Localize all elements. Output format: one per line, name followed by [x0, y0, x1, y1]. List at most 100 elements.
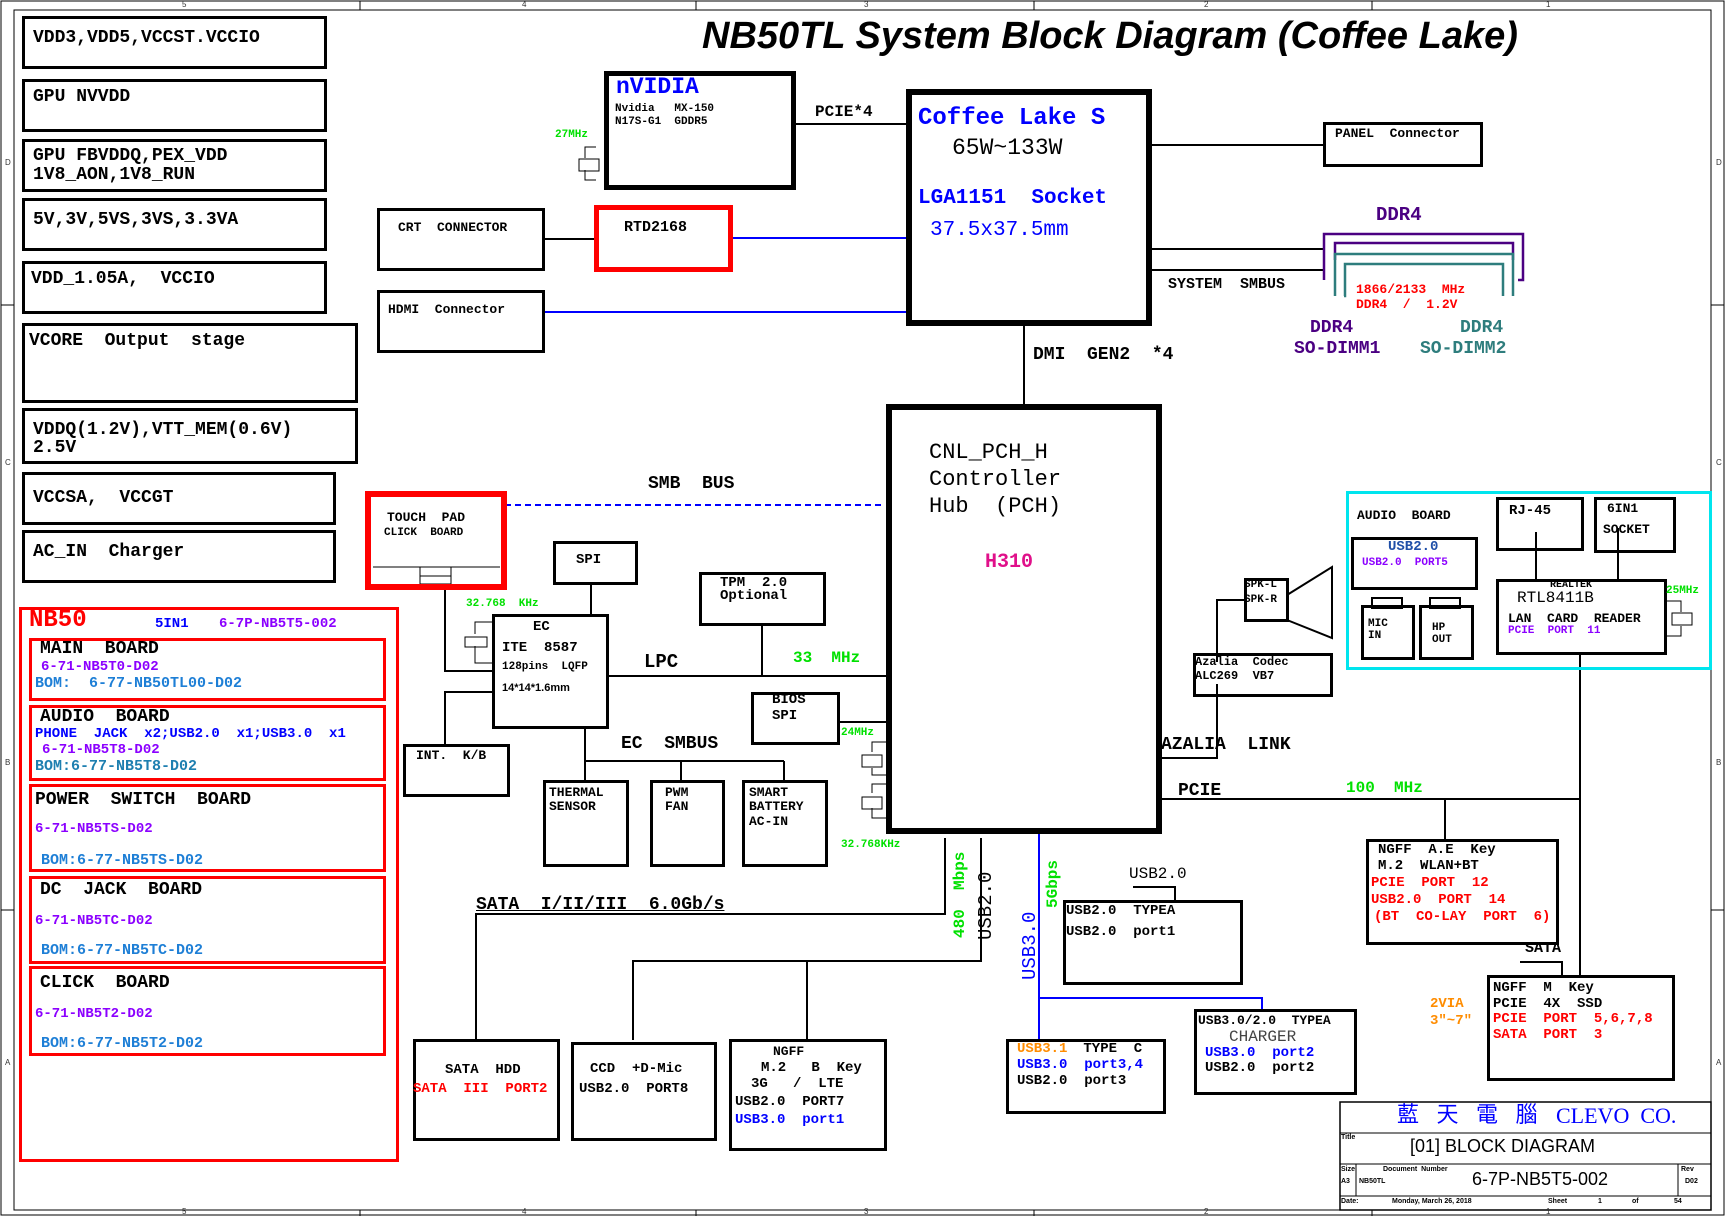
board-audio-name: AUDIO BOARD: [40, 707, 170, 727]
bios-clock: 24MHz: [841, 727, 875, 739]
usb-charger-line1: USB3.0/2.0 TYPEA: [1198, 1013, 1331, 1028]
row-label-b: B: [5, 758, 11, 767]
of-label: of: [1632, 1198, 1639, 1205]
power-block-nvvdd: GPU NVVDD: [22, 79, 327, 132]
ngff-m-line2: PCIE 4X SSD: [1493, 996, 1603, 1012]
board-click-pn: 6-71-NB5T2-D02: [35, 1006, 153, 1022]
col-label-4: 4: [522, 0, 527, 9]
ccd-line2: USB2.0 PORT8: [579, 1081, 689, 1097]
cpu-socket: LGA1151 Socket: [918, 187, 1108, 210]
cpu-power: 65W~133W: [952, 135, 1063, 161]
company-name: CLEVO CO.: [1556, 1103, 1677, 1128]
board-power-switch: [29, 784, 386, 872]
pch-line1: CNL_PCH_H: [929, 440, 1048, 465]
rtd2168-block: RTD2168: [594, 205, 733, 272]
board-audio-pn: 6-71-NB5T8-D02: [42, 742, 160, 758]
sata-hdd-block: [413, 1039, 560, 1141]
system-smbus-label: SYSTEM SMBUS: [1168, 276, 1286, 293]
board-audio-bom: BOM:6-77-NB5T8-D02: [35, 758, 198, 775]
ngff-ae-line5: (BT CO-LAY PORT 6): [1374, 909, 1551, 925]
power-block-vccsa: VCCSA, VCCGT: [22, 472, 336, 525]
power-block-vdd105: VDD_1.05A, VCCIO: [22, 261, 327, 314]
ddr-top-label: DDR4: [1376, 204, 1422, 226]
board-dc-jack-pn: 6-71-NB5TC-D02: [35, 913, 153, 929]
ddr-slot2-type: DDR4: [1460, 318, 1504, 338]
ddr-slot1-name: SO-DIMM1: [1294, 339, 1381, 359]
audio-board-group: [1346, 491, 1712, 670]
6in1-socket-block: [1594, 497, 1676, 553]
usb-typec-b: TYPE C: [1075, 1041, 1143, 1057]
audio-usb-block: [1351, 537, 1478, 590]
pwm-fan-block: PWM FAN: [650, 780, 725, 867]
audio-usb-port: USB2.0 PORT5: [1362, 557, 1448, 569]
ec-line1: EC: [533, 619, 550, 635]
usb-charger-line4: USB2.0 port2: [1205, 1060, 1315, 1076]
hp-out-jack: HP OUT: [1419, 605, 1474, 660]
usb2-speed-label: 480 Mbps: [951, 851, 969, 938]
ngff-ae-block: [1366, 839, 1559, 945]
hdmi-connector: HDMI Connector: [377, 290, 545, 353]
board-main-bom: BOM: 6-77-NB50TL00-D02: [35, 675, 243, 692]
6in1-line1: 6IN1: [1607, 501, 1639, 516]
col-label-1: 1: [1546, 0, 1551, 9]
ngff-b-line2: M.2 B Key: [761, 1060, 862, 1076]
col-label-2-bottom: 2: [1204, 1207, 1209, 1216]
board-dc-jack-bom: BOM:6-77-NB5TC-D02: [41, 942, 204, 959]
crt-connector: CRT CONNECTOR: [377, 208, 545, 271]
touchpad-line1: TOUCH PAD: [387, 510, 466, 525]
ngff-m-line1: NGFF M Key: [1493, 980, 1594, 996]
rtc-clock: 32.768KHz: [841, 839, 901, 851]
ngff-b-line4: USB2.0 PORT7: [735, 1094, 845, 1110]
lan-vendor: REALTEK: [1550, 580, 1593, 591]
usb3-speed-label: 5Gbps: [1044, 859, 1062, 908]
ccd-line1: CCD +D-Mic: [590, 1061, 683, 1077]
row-label-c: C: [5, 458, 11, 467]
board-click: [29, 966, 386, 1056]
gpu-line1: Nvidia MX-150: [615, 103, 715, 115]
ngff-m-line4: SATA PORT 3: [1493, 1027, 1603, 1043]
spi-block: SPI: [553, 541, 638, 585]
date-value: Monday, March 26, 2018: [1392, 1198, 1472, 1205]
usb-typec-block: [1006, 1039, 1166, 1114]
gpu-brand: nVIDIA: [616, 74, 699, 100]
ngff-b-block: [729, 1039, 887, 1151]
cpu-size: 37.5x37.5mm: [930, 219, 1069, 242]
ngff-b-line1: NGFF: [773, 1044, 805, 1059]
keyboard-block: INT. K/B: [403, 744, 510, 797]
pcie-clock: 100 MHz: [1346, 779, 1423, 797]
pcie-label: PCIE: [1178, 781, 1222, 801]
mic-in-jack: MIC IN: [1361, 605, 1415, 660]
board-dc-jack-name: DC JACK BOARD: [40, 880, 203, 900]
power-block-vdd3: VDD3,VDD5,VCCST.VCCIO: [22, 16, 327, 69]
pch-block: [886, 404, 1162, 834]
smart-battery-block: SMART BATTERY AC-IN: [742, 780, 828, 867]
sata-hdd-line2: SATA III PORT2: [413, 1081, 548, 1097]
codec-line1: Azalia Codec: [1195, 655, 1289, 669]
sheet-title: [01] BLOCK DIAGRAM: [1410, 1136, 1596, 1156]
speaker-block: [1244, 578, 1289, 622]
sata-hdd-line1: SATA HDD: [445, 1062, 521, 1078]
ngff-m-block: [1487, 975, 1675, 1081]
power-block-fbvddq: GPU FBVDDQ,PEX_VDD 1V8_AON,1V8_RUN: [22, 139, 327, 192]
model-value: NB50TL: [1359, 1178, 1386, 1185]
docnum-value: 6-7P-NB5T5-002: [1472, 1169, 1609, 1189]
ngff-ae-line3: PCIE PORT 12: [1371, 875, 1489, 891]
usb-charger-line2: CHARGER: [1229, 1028, 1297, 1046]
ngff-ae-line1: NGFF A.E Key: [1378, 842, 1496, 858]
thermal-sensor-block: THERMAL SENSOR: [543, 780, 629, 867]
page-title: NB50TL System Block Diagram (Coffee Lake…: [702, 15, 1518, 57]
nb50-5in1-pn: 6-7P-NB5T5-002: [219, 616, 337, 632]
lpc-label: LPC: [644, 651, 679, 673]
touchpad-line2: CLICK BOARD: [384, 527, 464, 539]
nb50-5in1: 5IN1: [155, 616, 189, 632]
ec-smbus-label: EC SMBUS: [621, 734, 719, 754]
ec-line3: 128pins LQFP: [502, 661, 588, 673]
sata-right-label: SATA: [1525, 940, 1562, 957]
docnum-label: Document Number: [1383, 1166, 1448, 1173]
ngff-b-line5: USB3.0 port1: [735, 1112, 845, 1128]
ddr-slot1-type: DDR4: [1310, 318, 1354, 338]
ngff-b-line3: 3G / LTE: [751, 1076, 844, 1092]
row-label-d: D: [5, 158, 11, 167]
